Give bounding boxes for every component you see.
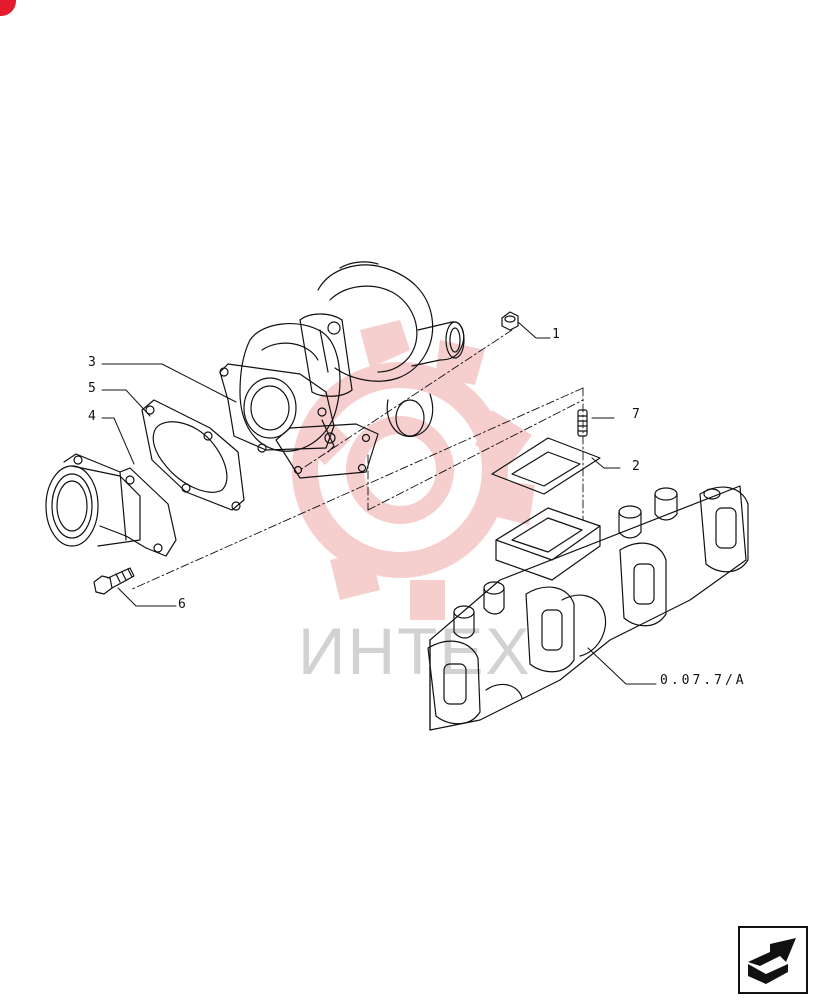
callout-4: 4 <box>88 409 99 424</box>
watermark-text: ИНТЕХ <box>298 614 532 688</box>
turbocharger <box>219 261 465 479</box>
next-page-button[interactable] <box>738 926 808 994</box>
stud <box>577 409 588 437</box>
exhaust-elbow <box>45 453 177 557</box>
nut <box>501 311 519 331</box>
callout-2: 2 <box>632 459 643 474</box>
watermark-logo <box>292 320 535 620</box>
callout-reference: 0.07.7/A <box>660 673 747 688</box>
callout-5: 5 <box>88 381 99 396</box>
gasket-manifold <box>491 437 601 495</box>
callout-1: 1 <box>552 327 563 342</box>
callout-3: 3 <box>88 355 99 370</box>
next-page-arrow-icon <box>748 938 796 984</box>
leader-lines <box>101 321 657 685</box>
callout-7: 7 <box>632 407 643 422</box>
bolt <box>93 567 135 595</box>
callout-6: 6 <box>178 597 189 612</box>
exhaust-manifold <box>427 485 749 731</box>
gasket-turbo-outlet <box>141 399 245 511</box>
